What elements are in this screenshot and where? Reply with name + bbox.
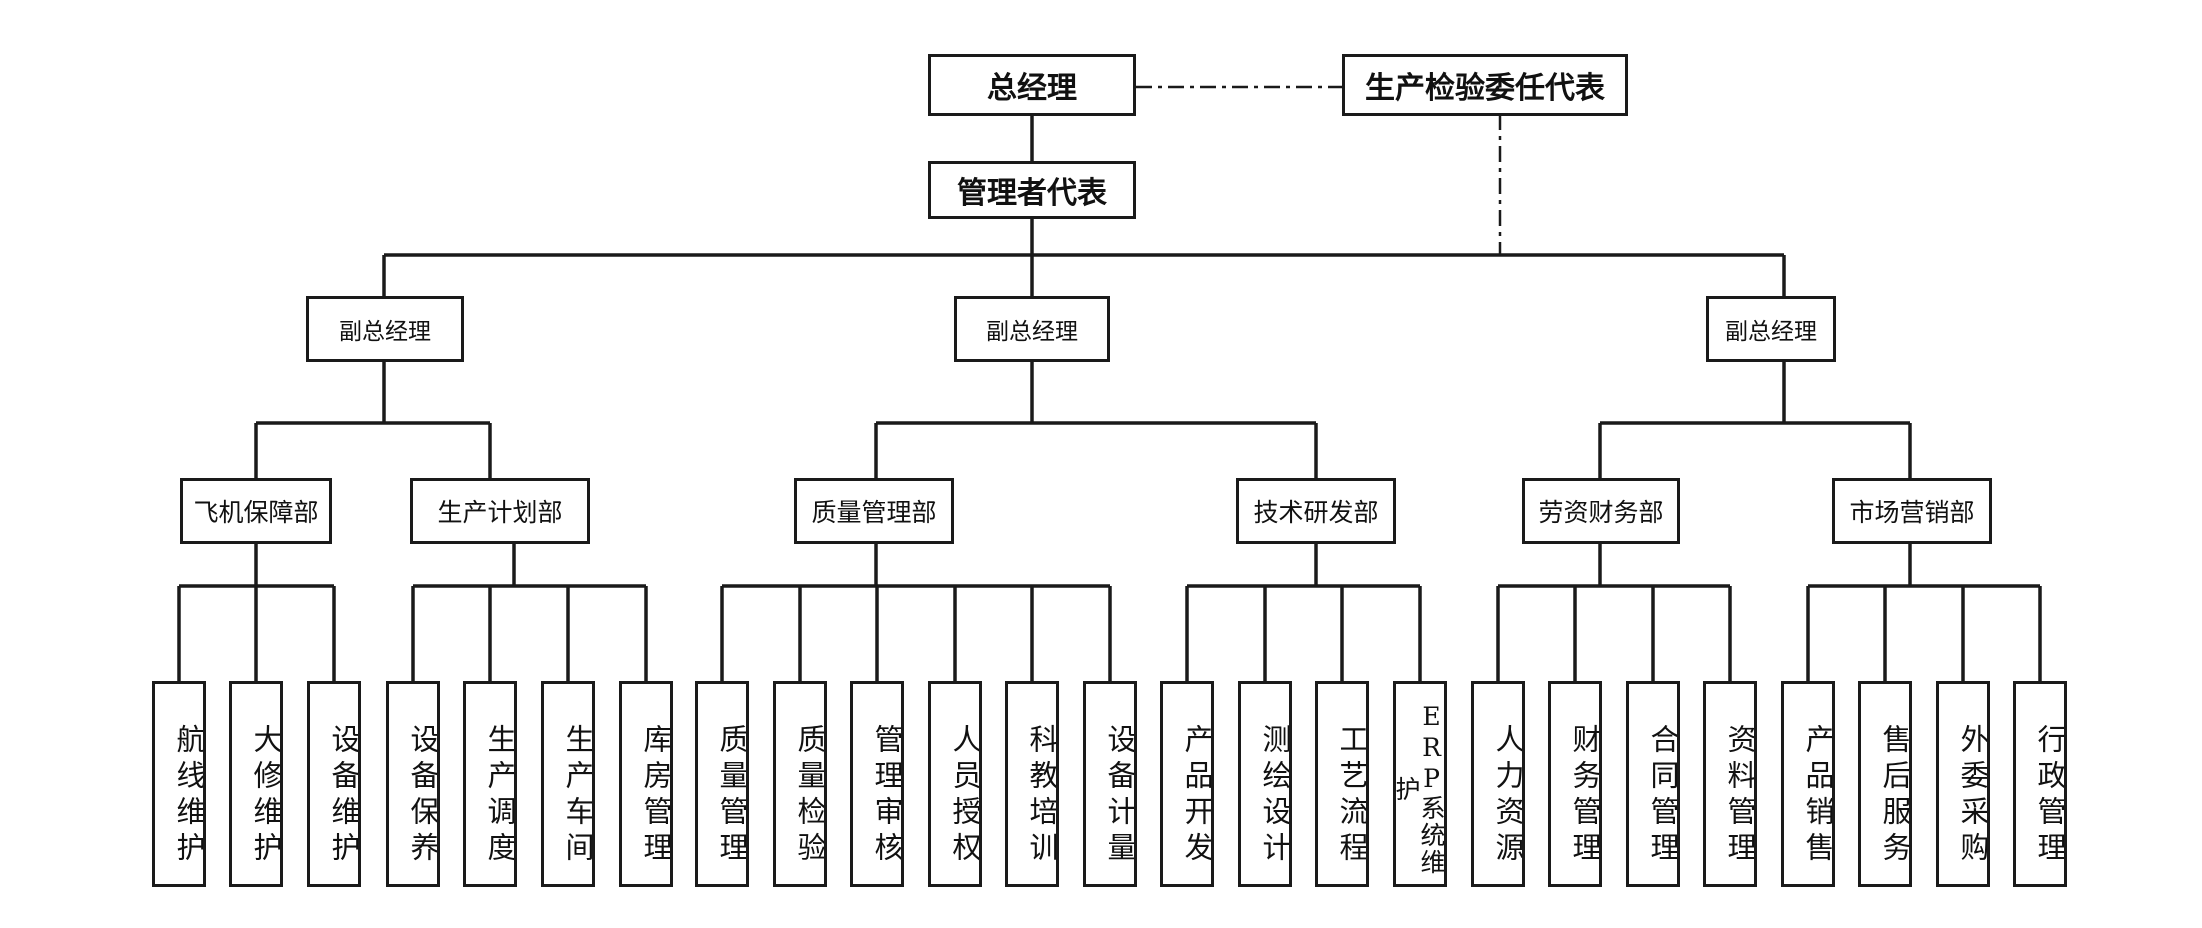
unit-box: 生产调度 [463, 681, 517, 887]
unit-box: 大修维护 [229, 681, 283, 887]
unit-box: 人力资源 [1471, 681, 1525, 887]
vp-box: 副总经理 [306, 296, 464, 362]
unit-box: 财务管理 [1548, 681, 1602, 887]
unit-box: 产品开发 [1160, 681, 1214, 887]
dept-box: 市场营销部 [1832, 478, 1992, 544]
unit-box: 质量检验 [773, 681, 827, 887]
unit-box: 航线维护 [152, 681, 206, 887]
mgmt-rep-box: 管理者代表 [928, 161, 1136, 219]
unit-box: 行政管理 [2013, 681, 2067, 887]
general-manager-box: 总经理 [928, 54, 1136, 116]
unit-box: 库房管理 [619, 681, 673, 887]
unit-box: ERP系统维护 [1393, 681, 1447, 887]
unit-box: 设备保养 [386, 681, 440, 887]
unit-box: 合同管理 [1626, 681, 1680, 887]
unit-box: 科教培训 [1005, 681, 1059, 887]
unit-box: 外委采购 [1936, 681, 1990, 887]
unit-box: 售后服务 [1858, 681, 1912, 887]
unit-box: 人员授权 [928, 681, 982, 887]
inspection-rep-box: 生产检验委任代表 [1342, 54, 1628, 116]
dept-box: 质量管理部 [794, 478, 954, 544]
dept-box: 劳资财务部 [1522, 478, 1680, 544]
unit-box: 设备维护 [307, 681, 361, 887]
vp-box: 副总经理 [1706, 296, 1836, 362]
unit-box: 生产车间 [541, 681, 595, 887]
unit-box: 工艺流程 [1315, 681, 1369, 887]
unit-box: 质量管理 [695, 681, 749, 887]
unit-box: 设备计量 [1083, 681, 1137, 887]
vp-box: 副总经理 [954, 296, 1110, 362]
dept-box: 生产计划部 [410, 478, 590, 544]
unit-box: 测绘设计 [1238, 681, 1292, 887]
dept-box: 飞机保障部 [180, 478, 332, 544]
unit-box: 管理审核 [850, 681, 904, 887]
dept-box: 技术研发部 [1236, 478, 1396, 544]
unit-box: 产品销售 [1781, 681, 1835, 887]
unit-box: 资料管理 [1703, 681, 1757, 887]
